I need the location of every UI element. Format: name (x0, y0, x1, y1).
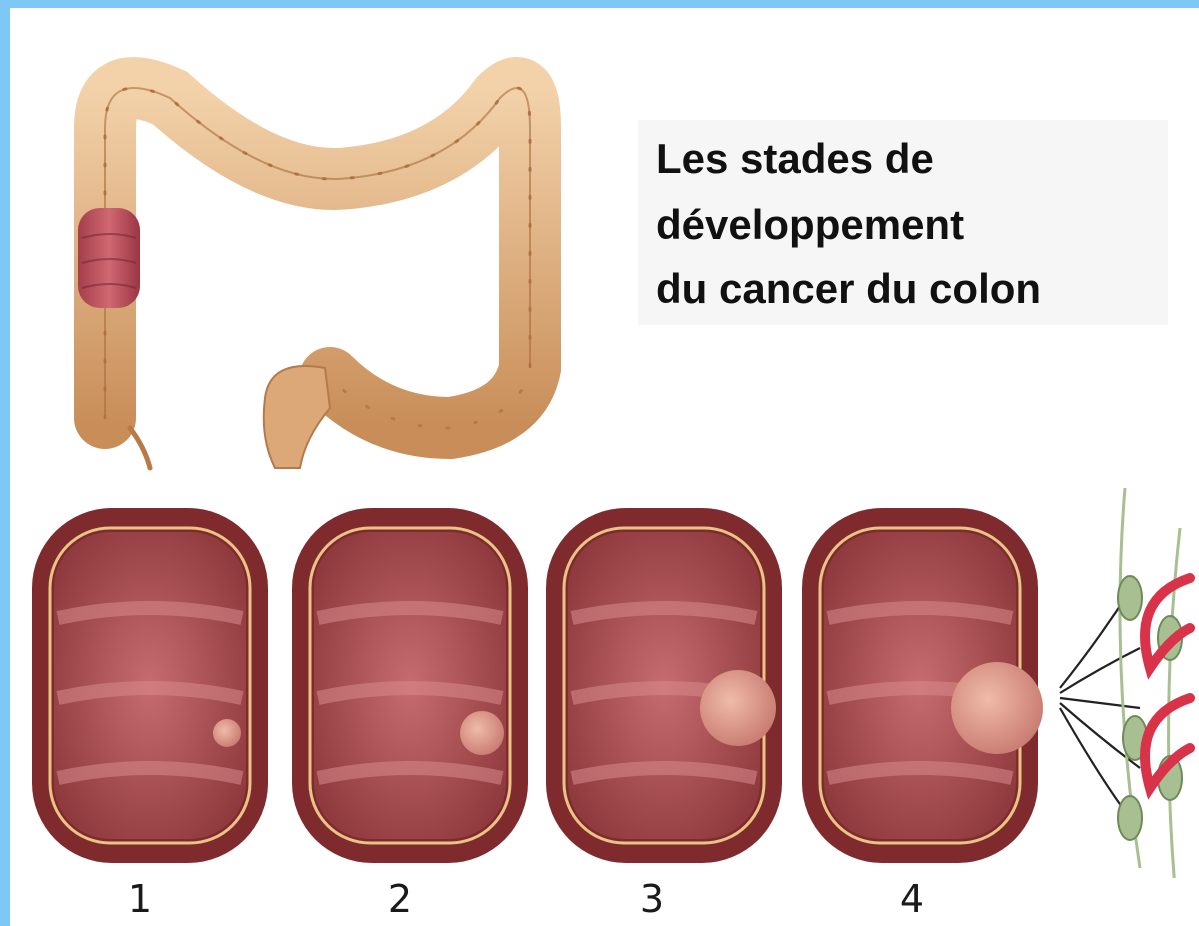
tumor-stage-1 (213, 719, 241, 747)
lymph-node (1118, 576, 1142, 620)
tumor-stage-4 (951, 662, 1043, 754)
colon-section-stage-2 (292, 508, 528, 863)
title-line-2: développement (656, 204, 964, 246)
colon-section-stage-4 (802, 508, 1043, 863)
tumor-location (78, 208, 140, 308)
tumor-stage-3 (700, 670, 776, 746)
colon-sections-row (10, 488, 1199, 878)
appendix (130, 428, 150, 468)
colon-section-stage-1 (32, 508, 268, 863)
title-line-1: Les stades de (656, 138, 934, 180)
stage-number-1: 1 (110, 880, 170, 918)
lymph-node (1118, 796, 1142, 840)
rectum (264, 366, 330, 468)
stage-number-2: 2 (370, 880, 430, 918)
colon-section-stage-3 (546, 508, 782, 863)
illustration-frame: Les stades de développement du cancer du… (10, 8, 1199, 926)
lymph-spread (1060, 488, 1190, 878)
title-box: Les stades de développement du cancer du… (638, 120, 1168, 325)
title-line-3: du cancer du colon (656, 268, 1041, 310)
large-intestine-illustration (50, 38, 570, 488)
stage-number-3: 3 (622, 880, 682, 918)
stage-number-4: 4 (882, 880, 942, 918)
tumor-stage-2 (460, 711, 504, 755)
